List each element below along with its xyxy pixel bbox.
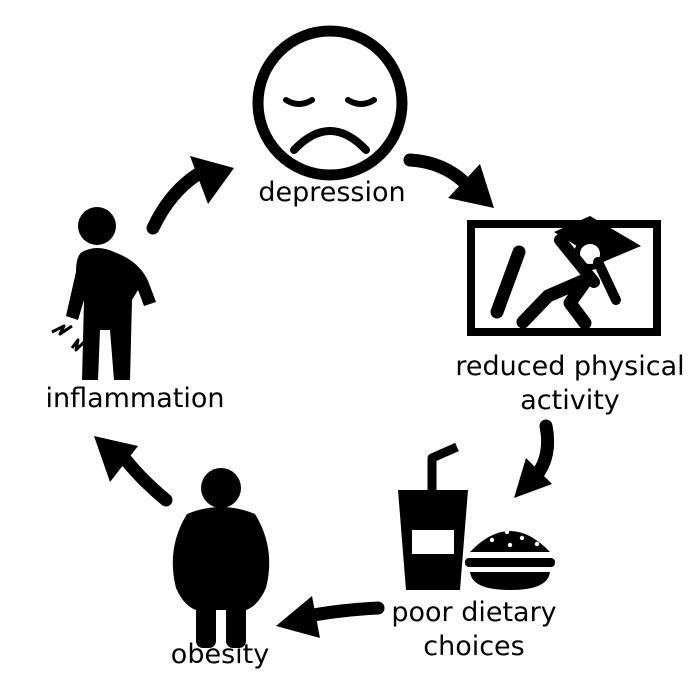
label-reduced-physical-activity: reduced physical activity	[455, 351, 685, 416]
person-on-couch-icon	[467, 216, 661, 336]
arrow-activity-to-diet	[514, 419, 555, 498]
arrow-obesity-to-inflammation	[94, 436, 173, 507]
arrow-diet-to-obesity	[276, 596, 385, 638]
soda-and-burger-icon	[398, 442, 555, 590]
label-obesity: obesity	[170, 639, 270, 670]
label-poor-dietary-choices: poor dietary choices	[391, 597, 557, 662]
label-depression: depression	[258, 177, 406, 208]
arrow-inflammation-to-depression	[146, 156, 234, 235]
sad-face-icon	[252, 25, 408, 181]
person-in-pain-icon	[51, 207, 156, 380]
obese-person-icon	[172, 468, 270, 648]
arrow-depression-to-activity	[403, 153, 494, 208]
label-inflammation: inflammation	[45, 383, 225, 414]
